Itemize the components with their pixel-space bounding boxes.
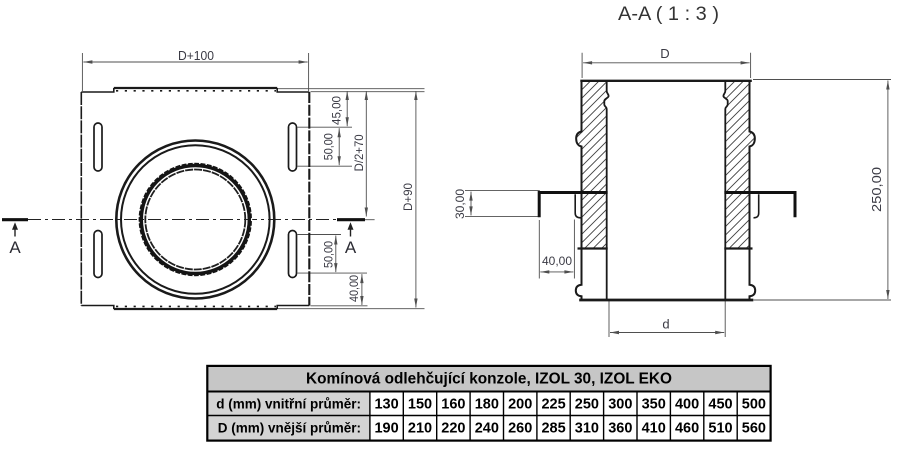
svg-text:180: 180 <box>475 397 499 413</box>
svg-text:250: 250 <box>575 397 599 413</box>
svg-text:360: 360 <box>608 421 632 437</box>
svg-text:300: 300 <box>608 397 632 413</box>
svg-text:Komínová odlehčující konzole,: Komínová odlehčující konzole, IZOL 30, I… <box>306 371 672 388</box>
svg-text:460: 460 <box>675 421 699 437</box>
svg-text:450: 450 <box>708 397 732 413</box>
svg-text:510: 510 <box>708 421 732 437</box>
svg-text:D/2+70: D/2+70 <box>352 134 366 171</box>
svg-text:30,00: 30,00 <box>453 189 467 219</box>
svg-text:A: A <box>345 238 357 257</box>
svg-text:220: 220 <box>441 421 465 437</box>
svg-text:400: 400 <box>675 397 699 413</box>
svg-text:D: D <box>660 46 669 61</box>
svg-text:40,00: 40,00 <box>347 275 361 302</box>
svg-text:250,00: 250,00 <box>869 167 884 212</box>
svg-text:150: 150 <box>408 397 432 413</box>
svg-text:D (mm) vnější průměr:: D (mm) vnější průměr: <box>218 421 361 436</box>
svg-text:190: 190 <box>374 421 398 437</box>
svg-text:D+90: D+90 <box>401 183 415 211</box>
svg-text:225: 225 <box>541 397 565 413</box>
svg-text:285: 285 <box>541 421 565 437</box>
svg-text:560: 560 <box>742 421 766 437</box>
svg-text:d (mm) vnitřní průměr:: d (mm) vnitřní průměr: <box>216 397 361 412</box>
svg-text:d: d <box>662 317 669 332</box>
svg-text:40,00: 40,00 <box>542 254 572 268</box>
svg-text:160: 160 <box>441 397 465 413</box>
svg-text:50,00: 50,00 <box>322 133 336 160</box>
svg-text:310: 310 <box>575 421 599 437</box>
svg-text:D+100: D+100 <box>178 48 214 63</box>
svg-text:A: A <box>9 238 21 257</box>
svg-text:A-A ( 1 : 3 ): A-A ( 1 : 3 ) <box>618 4 719 25</box>
svg-text:50,00: 50,00 <box>322 241 336 268</box>
svg-text:130: 130 <box>374 397 398 413</box>
svg-text:210: 210 <box>408 421 432 437</box>
svg-text:200: 200 <box>508 397 532 413</box>
svg-text:240: 240 <box>475 421 499 437</box>
svg-text:500: 500 <box>742 397 766 413</box>
svg-text:45,00: 45,00 <box>330 96 344 125</box>
svg-text:260: 260 <box>508 421 532 437</box>
svg-text:350: 350 <box>642 397 666 413</box>
svg-text:410: 410 <box>642 421 666 437</box>
